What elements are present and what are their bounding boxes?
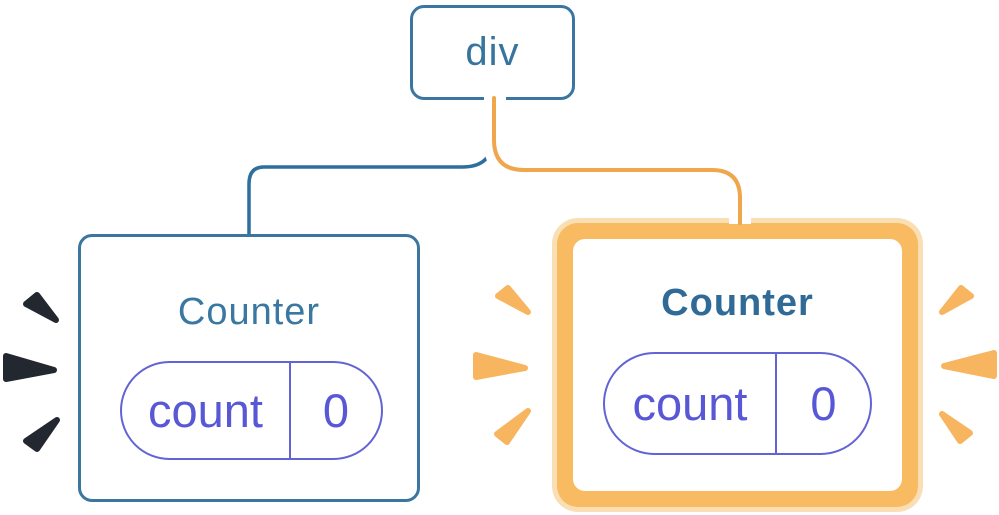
spark-left-middle-icon [3,353,57,382]
left-counter-card: Counter count 0 [78,234,420,502]
state-key-label: count [148,384,263,437]
edge-casing-div-to-right-counter [483,98,751,234]
left-counter-sparks [3,292,60,452]
pill-divider [289,363,291,458]
state-value-label: 0 [322,384,350,437]
spark-right-bottom-icon [939,411,973,444]
root-div-node: div [410,5,575,100]
edge-tip-right-counter [738,215,742,225]
spark-right-middle-icon [941,350,997,379]
left-counter-title: Counter [177,291,321,333]
right-counter-sparks-left [473,285,531,445]
spark-left-bottom-icon [23,417,60,452]
left-counter-state-pill: count 0 [120,361,383,460]
edge-div-to-left-counter [247,102,494,240]
spark-mid-top-icon [495,285,531,315]
state-value-label: 0 [810,377,837,430]
right-counter-state-pill: count 0 [603,352,872,455]
state-key-label: count [632,377,748,430]
spark-mid-middle-icon [473,352,528,380]
right-counter-card-highlighted: Counter count 0 [552,218,923,512]
edge-tip-div-box [492,96,496,105]
root-div-label: div [465,30,520,74]
right-counter-title: Counter [661,282,814,324]
pill-divider [775,354,777,453]
edge-div-to-right-counter [492,98,742,234]
right-counter-sparks-right [939,285,997,444]
spark-mid-bottom-icon [494,408,531,445]
spark-right-top-icon [939,285,974,315]
spark-left-top-icon [23,292,59,323]
